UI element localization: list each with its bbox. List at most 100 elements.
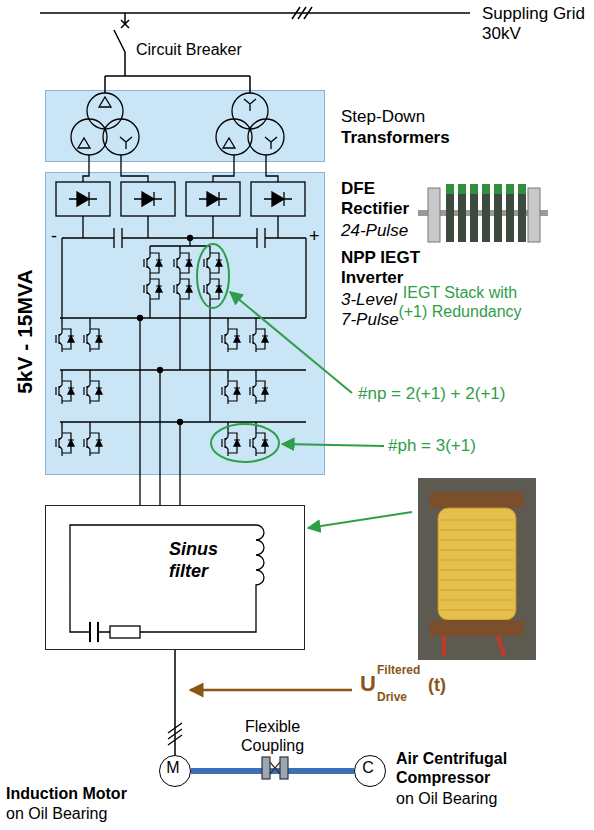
redundancy-callout xyxy=(282,444,384,446)
text-holder: C xyxy=(354,755,383,781)
iegt-stack-photo xyxy=(518,184,526,194)
photo-caption: IEGT Stack with (+1) Redundancy xyxy=(390,283,530,321)
node-text: DFE Rectifier xyxy=(341,179,426,220)
iegt-inverter xyxy=(222,326,240,352)
iegt-inverter xyxy=(140,318,180,505)
rectifier-bridge xyxy=(199,192,227,206)
iegt-inverter xyxy=(158,368,163,373)
text-holder: DFE Rectifier xyxy=(341,179,426,220)
node-text: NPP IEGT Inverter xyxy=(341,248,436,289)
iegt-stack-photo xyxy=(470,184,478,194)
inductor-photo xyxy=(440,520,514,610)
transformer-symbol xyxy=(248,119,284,155)
text-holder: NPP IEGT Inverter xyxy=(341,248,436,289)
iegt-inverter xyxy=(250,326,268,352)
iegt-inverter xyxy=(84,430,102,456)
rectifier-bridge xyxy=(207,192,219,206)
iegt-inverter xyxy=(84,378,102,404)
dc-link xyxy=(62,228,306,318)
feeder-wire xyxy=(83,162,278,182)
polarity-sign: + xyxy=(309,226,320,248)
grid-line xyxy=(40,12,470,14)
iegt-stack-photo xyxy=(482,192,490,242)
power-wire xyxy=(174,650,176,755)
rectifier-bridge xyxy=(186,182,240,216)
transformer-symbol xyxy=(232,93,268,129)
grid-label: Suppling Grid 30kV xyxy=(482,4,590,45)
iegt-inverter xyxy=(222,378,240,404)
iegt-inverter xyxy=(204,276,222,302)
transformer-symbol xyxy=(103,119,139,155)
text-holder: U xyxy=(360,671,376,697)
text-holder: Flexible Coupling xyxy=(228,717,318,755)
iegt-stack-photo xyxy=(428,188,440,242)
filter-schematic xyxy=(70,525,264,642)
iegt-inverter xyxy=(204,250,222,276)
inductor-photo xyxy=(418,478,536,660)
text-holder: on Oil Bearing xyxy=(6,804,107,823)
voltage-superscript: Filtered xyxy=(377,663,420,677)
polarity-sign: - xyxy=(51,226,57,248)
transformer-symbol xyxy=(78,138,90,148)
iegt-stack-photo xyxy=(528,188,540,242)
text-holder: Transformers xyxy=(341,128,450,148)
flexible-coupling xyxy=(262,757,270,779)
dc-link xyxy=(62,228,306,318)
grid-line xyxy=(292,7,312,19)
rectifier-bridge xyxy=(69,192,97,206)
iegt-inverter xyxy=(56,326,74,352)
breaker-label: Circuit Breaker xyxy=(136,40,242,59)
flexible-coupling xyxy=(280,757,288,779)
grid-line xyxy=(40,7,470,19)
iegt-inverter xyxy=(60,302,306,422)
text-holder: 5kV - 15MVA xyxy=(0,319,100,344)
iegt-stack-photo xyxy=(446,184,454,194)
flexible-coupling xyxy=(262,757,288,779)
node-text: 5kV - 15MVA xyxy=(12,257,37,407)
circuit-breaker-symbol xyxy=(105,13,250,93)
iegt-stack-photo xyxy=(458,184,466,194)
filter-schematic xyxy=(110,626,140,638)
text-holder: (t) xyxy=(428,675,446,697)
iegt-inverter xyxy=(62,318,256,430)
inductor-photo xyxy=(418,478,536,660)
iegt-stack-photo xyxy=(458,192,466,242)
power-wire xyxy=(88,162,89,172)
feeder-wire xyxy=(83,162,278,182)
rectifier-bridge xyxy=(264,192,292,206)
redundancy-callout xyxy=(230,292,352,393)
voltage-arrow xyxy=(190,689,352,692)
node-text: Induction Motor xyxy=(6,784,127,803)
iegt-inverter xyxy=(250,378,268,404)
node-text: C xyxy=(354,755,383,781)
rectifier-bridge xyxy=(264,192,292,206)
voltage-arrow xyxy=(190,689,352,692)
text-holder: - xyxy=(51,226,57,248)
inductor-photo xyxy=(444,636,504,656)
transformer-symbol xyxy=(223,138,235,148)
iegt-inverter xyxy=(222,430,240,456)
edge-label: Flexible Coupling xyxy=(228,717,318,755)
text-holder: Sinus filter xyxy=(169,539,233,582)
rectifier-bridge xyxy=(56,182,110,216)
rectifier-bridge xyxy=(134,192,162,206)
transformer-symbol xyxy=(216,119,252,155)
transformer-box: Step-DownTransformers xyxy=(45,90,325,162)
rectifier-bridge xyxy=(134,192,162,206)
power-wire xyxy=(159,475,160,505)
iegt-inverter xyxy=(138,316,143,321)
circuit-breaker-symbol xyxy=(105,13,250,93)
iegt-stack-photo xyxy=(470,192,478,242)
iegt-stack-photo xyxy=(506,184,514,194)
transformer-symbol xyxy=(87,93,123,129)
redundancy-callout xyxy=(211,424,279,462)
text-holder: Step-Down xyxy=(341,107,425,127)
rectifier-bridge xyxy=(142,192,154,206)
connector-group xyxy=(89,162,354,771)
iegt-inverter xyxy=(174,250,192,276)
rectifier-bridge xyxy=(83,216,278,238)
rectifier-bridge xyxy=(69,192,97,206)
voltage-subscript: Drive xyxy=(377,690,407,704)
